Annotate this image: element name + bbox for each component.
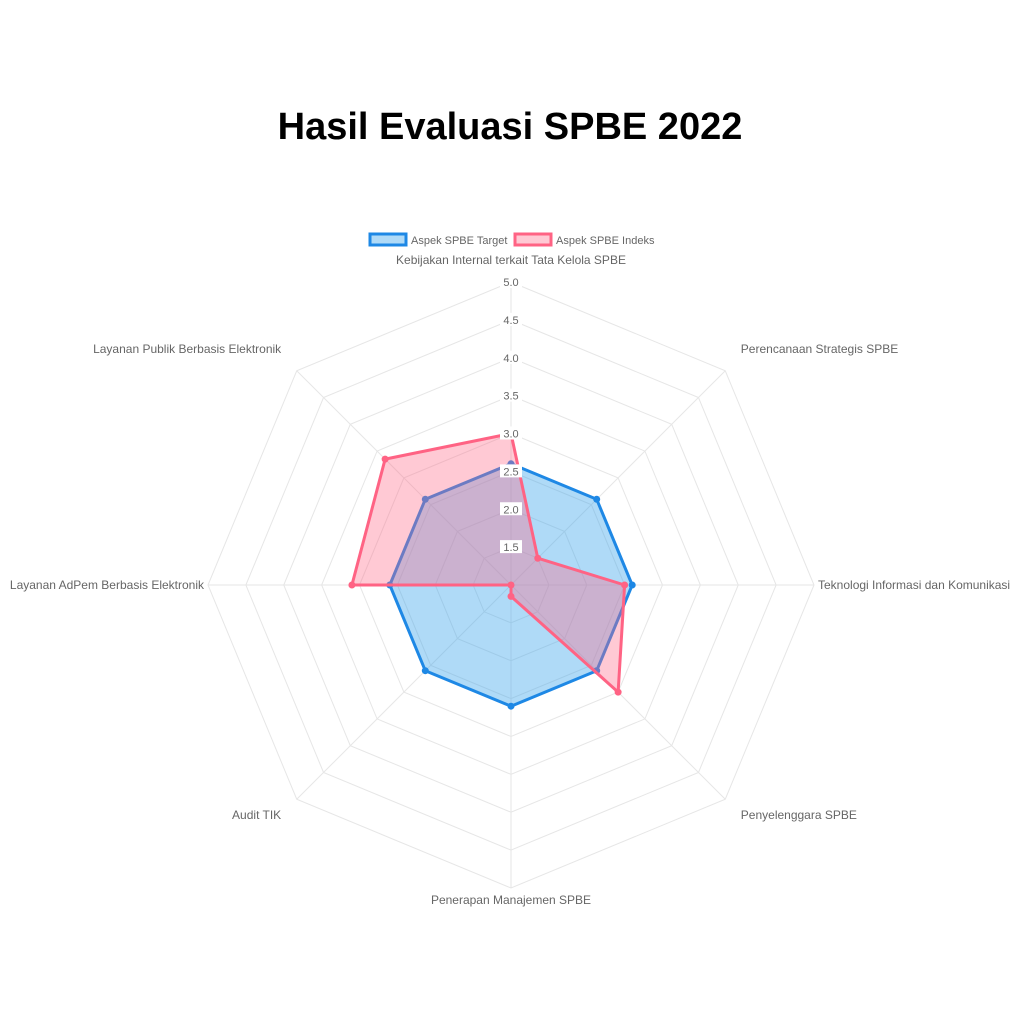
data-point-aspek-spbe-indeks-4[interactable]: [614, 688, 622, 696]
tick-labels: 1.5 2.0 2.5 3.0 3.5 4.0 4.5 5.0: [500, 275, 522, 554]
legend-label: Aspek SPBE Indeks: [556, 235, 655, 247]
legend-item-aspek-spbe-target[interactable]: Aspek SPBE Target: [368, 232, 507, 247]
tick-label-backdrop: [500, 312, 522, 326]
tick-label-backdrop: [500, 388, 522, 402]
axis-labels: Kebijakan Internal terkait Tata Kelola S…: [10, 253, 1010, 907]
data-point-aspek-spbe-indeks-7[interactable]: [348, 581, 356, 589]
chart-title: Hasil Evaluasi SPBE 2022: [277, 106, 743, 148]
tick-label-text: 5.0: [503, 277, 518, 289]
tick-label-text: 4.5: [503, 315, 518, 327]
data-point-aspek-spbe-target-2[interactable]: [593, 495, 601, 503]
axis-label-penyelenggara-spbe: Penyelenggara SPBE: [741, 808, 857, 822]
legend-swatch: [513, 232, 553, 247]
data-point-aspek-spbe-indeks-5[interactable]: [507, 592, 515, 600]
tick-label-4: 3.0: [500, 426, 522, 441]
tick-label-6: 4.0: [500, 350, 522, 365]
legend-swatch: [368, 232, 408, 247]
data-point-aspek-spbe-indeks-8[interactable]: [381, 455, 389, 463]
grid-spoke-6: [296, 584, 512, 800]
tick-label-text: 1.5: [503, 542, 518, 554]
tick-label-1: 1.5: [500, 540, 522, 554]
axis-label-teknologi-informasi-dan-komunikasi: Teknologi Informasi dan Komunikasi: [818, 578, 1010, 592]
legend[interactable]: Aspek SPBE Target Aspek SPBE Indeks: [368, 232, 655, 247]
tick-label-text: 4.0: [503, 353, 518, 365]
axis-label-kebijakan-internal-terkait-tata-kelola-spbe: Kebijakan Internal terkait Tata Kelola S…: [396, 253, 626, 267]
data-point-aspek-spbe-indeks-3[interactable]: [621, 581, 629, 589]
tick-label-text: 3.0: [503, 429, 518, 441]
tick-label-7: 4.5: [500, 312, 522, 327]
data-point-aspek-spbe-target-8[interactable]: [421, 495, 429, 503]
tick-label-backdrop: [500, 464, 522, 478]
tick-label-backdrop: [500, 350, 522, 364]
axis-label-perencanaan-strategis-spbe: Perencanaan Strategis SPBE: [741, 342, 898, 356]
tick-label-backdrop: [500, 275, 522, 288]
axis-label-layanan-adpem-berbasis-elektronik: Layanan AdPem Berbasis Elektronik: [10, 578, 205, 592]
tick-label-text: 2.0: [503, 504, 518, 516]
axis-label-penerapan-manajemen-spbe: Penerapan Manajemen SPBE: [431, 893, 591, 907]
legend-label: Aspek SPBE Target: [411, 235, 507, 247]
grid-spoke-2: [510, 370, 726, 586]
data-point-aspek-spbe-target-5[interactable]: [507, 702, 515, 710]
data-point-aspek-spbe-target-6[interactable]: [421, 667, 429, 675]
tick-label-3: 2.5: [500, 464, 522, 478]
tick-label-text: 2.5: [503, 466, 518, 478]
legend-item-aspek-spbe-indeks[interactable]: Aspek SPBE Indeks: [513, 232, 655, 247]
tick-label-backdrop: [500, 426, 522, 440]
tick-label-2: 2.0: [500, 502, 522, 516]
data-point-aspek-spbe-indeks-2[interactable]: [534, 554, 542, 562]
axis-label-layanan-publik-berbasis-elektronik: Layanan Publik Berbasis Elektronik: [93, 342, 282, 356]
tick-label-text: 3.5: [503, 391, 518, 403]
tick-label-8: 5.0: [500, 275, 522, 289]
grid-spoke-8: [296, 370, 512, 586]
axis-label-audit-tik: Audit TIK: [232, 808, 281, 822]
tick-label-backdrop: [500, 540, 522, 554]
data-point-aspek-spbe-target-3[interactable]: [628, 581, 636, 589]
tick-label-backdrop: [500, 502, 522, 516]
data-point-aspek-spbe-indeks-6[interactable]: [507, 581, 515, 589]
tick-label-5: 3.5: [500, 388, 522, 403]
series-layer: [348, 430, 636, 710]
